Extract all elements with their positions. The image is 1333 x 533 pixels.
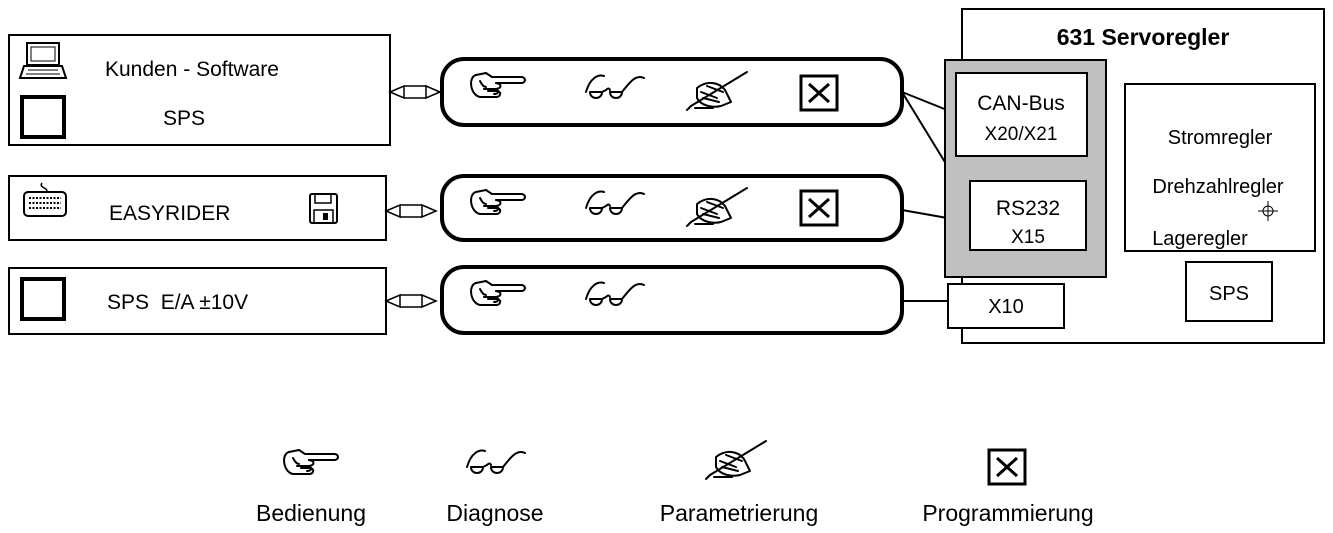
legend-item: Bedienung (256, 449, 366, 526)
x-box-icon (799, 189, 839, 227)
connector-arrow (384, 203, 438, 219)
function-pill (440, 57, 904, 127)
connector-arrow (384, 293, 438, 309)
x-box-icon (987, 448, 1027, 486)
square-icon (20, 95, 66, 139)
x10-port: X10 (947, 283, 1065, 329)
keyboard-icon (23, 182, 67, 217)
position-controller-label: Lageregler (1152, 228, 1248, 250)
easyrider-box: EASYRIDER (8, 175, 387, 241)
legend-label: Diagnose (446, 500, 543, 526)
legend-label: Parametrierung (660, 500, 819, 526)
can-bus-port: CAN-Bus X20/X21 (955, 72, 1088, 157)
rs232-port: RS232 X15 (969, 180, 1087, 251)
customer-sps-label: SPS (163, 107, 205, 130)
customer-software-label: Kunden - Software (105, 58, 279, 81)
legend-item: Parametrierung (660, 440, 819, 526)
crosshair-icon (1258, 201, 1278, 221)
writing-hand-icon (705, 440, 767, 480)
function-pill (440, 174, 904, 242)
speed-controller-label: Drehzahlregler (1152, 176, 1284, 198)
pointing-hand-icon (283, 449, 339, 475)
rs232-connector: X15 (1011, 227, 1045, 248)
square-icon (20, 277, 66, 321)
control-loop-box: Stromregler Drehzahlregler Lageregler (1124, 83, 1316, 252)
connector-arrow (388, 84, 442, 100)
customer-software-box: Kunden - Software SPS (8, 34, 391, 146)
legend: Bedienung Diagnose Parametrierung Progra… (256, 440, 1094, 526)
internal-sps-label: SPS (1209, 283, 1249, 305)
can-bus-label: CAN-Bus (977, 92, 1065, 115)
x10-label: X10 (988, 296, 1024, 318)
legend-item: Diagnose (446, 449, 544, 526)
legend-label: Programmierung (922, 500, 1093, 526)
servo-title: 631 Servoregler (1057, 24, 1230, 50)
glasses-icon (466, 449, 526, 474)
servo-controller-box: 631 Servoregler CAN-Bus X20/X21 RS232 X1… (944, 8, 1325, 344)
internal-sps-box: SPS (1185, 261, 1273, 322)
sps-analog-box: SPS E/A ±10V (8, 267, 387, 335)
legend-item: Programmierung (922, 448, 1094, 526)
sps-analog-label: SPS E/A ±10V (107, 291, 248, 314)
floppy-disk-icon (309, 193, 338, 224)
computer-icon (18, 42, 68, 79)
easyrider-label: EASYRIDER (109, 202, 230, 225)
rs232-label: RS232 (996, 197, 1060, 220)
current-controller-label: Stromregler (1168, 127, 1273, 149)
function-pill (440, 265, 904, 335)
legend-label: Bedienung (256, 500, 366, 526)
x-box-icon (799, 74, 839, 112)
can-bus-connector: X20/X21 (985, 124, 1058, 145)
